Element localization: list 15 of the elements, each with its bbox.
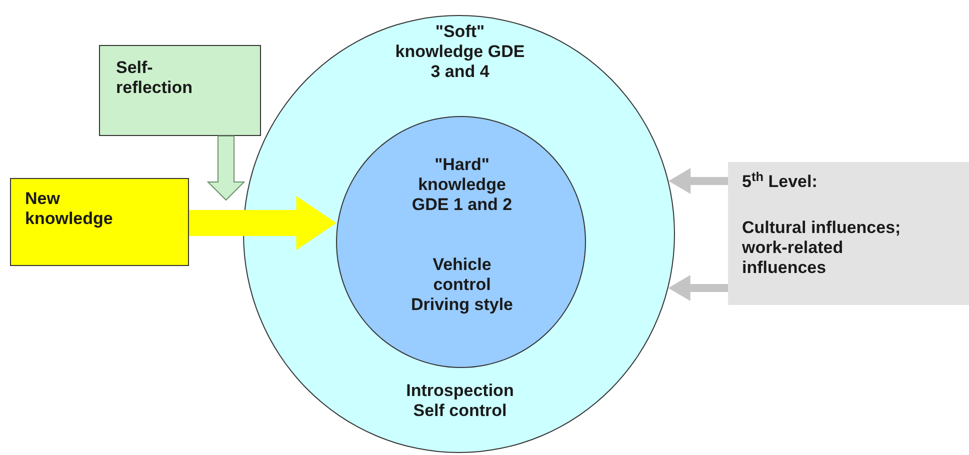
text-box bbox=[10, 178, 189, 266]
block-arrow bbox=[189, 196, 336, 250]
node-label: 5$^{th}$ Level: bbox=[742, 172, 818, 192]
node-label: "Soft" knowledge GDE 3 and 4 bbox=[395, 22, 525, 82]
text-box bbox=[728, 162, 969, 305]
block-arrow bbox=[668, 275, 728, 301]
text-box bbox=[99, 45, 261, 136]
node-label: Cultural influences; work-related influences bbox=[742, 218, 902, 278]
block-arrow bbox=[668, 168, 728, 194]
block-arrow bbox=[206, 136, 246, 201]
node-label: Introspection Self control bbox=[405, 381, 515, 421]
node-label: Vehicle control Driving style bbox=[410, 255, 514, 315]
node-label: New knowledge bbox=[25, 189, 114, 229]
node-label: Self- reflection bbox=[116, 58, 194, 98]
node-label: "Hard" knowledge GDE 1 and 2 bbox=[410, 155, 514, 215]
